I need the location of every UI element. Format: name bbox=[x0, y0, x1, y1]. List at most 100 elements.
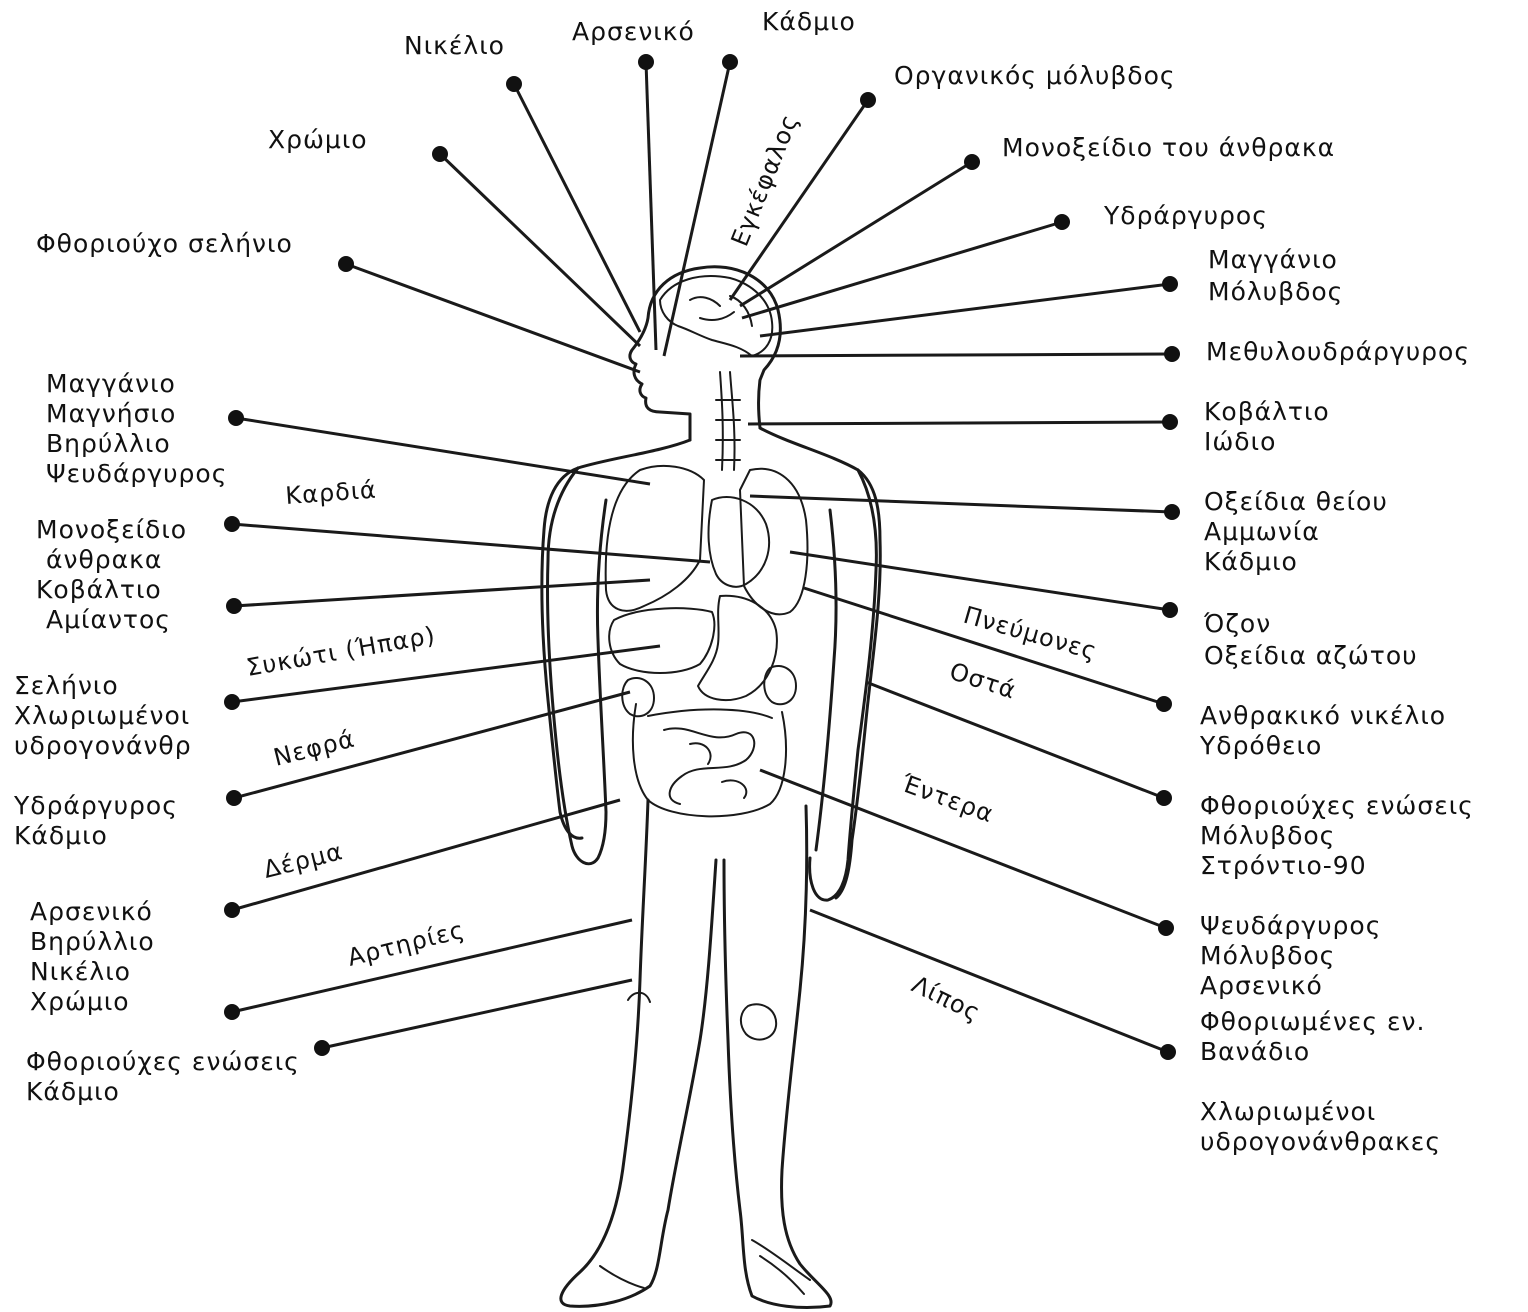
leader-dot bbox=[1162, 602, 1178, 618]
label-left-6-line: Αρσενικό bbox=[30, 897, 153, 926]
leader-line bbox=[514, 84, 640, 332]
leader-dot bbox=[226, 598, 242, 614]
leader-dot bbox=[722, 54, 738, 70]
leader-line bbox=[236, 418, 650, 484]
organ-label-intestines: Έντερα bbox=[897, 769, 998, 828]
label-cadmium-top: Κάδμιο bbox=[762, 7, 856, 36]
leader-dot bbox=[1162, 276, 1178, 292]
leader-dot bbox=[224, 902, 240, 918]
organ-label-bones: Οστά bbox=[946, 657, 1020, 705]
label-right-8-line: Αρσενικό bbox=[1200, 971, 1323, 1000]
label-left-7-line: Φθοριούχες ενώσεις bbox=[26, 1047, 300, 1076]
leader-dot bbox=[1164, 504, 1180, 520]
leader-line bbox=[346, 264, 640, 372]
leader-dot bbox=[1156, 790, 1172, 806]
label-right-3-line: Κοβάλτιο bbox=[1204, 397, 1330, 426]
leader-line bbox=[748, 422, 1170, 424]
label-right-3-line: Ιώδιο bbox=[1204, 427, 1276, 456]
organ-label-brain: Εγκέφαλος bbox=[726, 110, 804, 250]
intestines-outline bbox=[633, 704, 786, 816]
organ-label-heart: Καρδιά bbox=[284, 476, 377, 510]
label-left-4-line: Σελήνιο bbox=[14, 671, 119, 700]
organ-label-fat: Λίπος bbox=[907, 970, 985, 1027]
organ-label-liver: Συκώτι (Ήπαρ) bbox=[244, 621, 438, 682]
label-left-3-line: Κοβάλτιο bbox=[36, 575, 162, 604]
label-right-9-line: Φθοριωμένες εν. bbox=[1200, 1007, 1425, 1036]
leader-line bbox=[750, 496, 1172, 512]
label-left-1-line: Ψευδάργυρος bbox=[46, 459, 227, 488]
leader-dot bbox=[1162, 414, 1178, 430]
label-right-5-line: Οξείδια αζώτου bbox=[1204, 641, 1418, 670]
label-left-2-line: Μονοξείδιο bbox=[36, 515, 187, 544]
label-mercury-top: Υδράργυρος bbox=[1103, 201, 1268, 230]
leader-dot bbox=[432, 146, 448, 162]
label-right-6-line: Ανθρακικό νικέλιο bbox=[1200, 701, 1446, 730]
label-right-9-line: Βανάδιο bbox=[1200, 1037, 1310, 1066]
leader-line bbox=[322, 980, 632, 1048]
organ-label-skin: Δέρμα bbox=[261, 837, 346, 884]
label-left-7-line: Κάδμιο bbox=[26, 1077, 120, 1106]
label-right-5-line: Όζον bbox=[1203, 609, 1271, 638]
label-organic-lead: Οργανικός μόλυβδος bbox=[894, 61, 1176, 90]
brain-outline bbox=[660, 276, 772, 356]
leader-line bbox=[664, 62, 730, 356]
label-arsenic-top: Αρσενικό bbox=[572, 17, 695, 46]
right-labels: Μαγγάνιο Μόλυβδος Μεθυλουδράργυρος Κοβάλ… bbox=[1199, 245, 1474, 1156]
label-left-2-line: άνθρακα bbox=[46, 545, 162, 574]
label-right-1-line: Μόλυβδος bbox=[1208, 277, 1343, 306]
right-arm-outline bbox=[810, 470, 877, 900]
top-labels: Νικέλιο Αρσενικό Κάδμιο Οργανικός μόλυβδ… bbox=[36, 7, 1335, 258]
right-leg-outline bbox=[724, 806, 831, 1308]
leader-dot bbox=[228, 410, 244, 426]
spine-outline bbox=[716, 372, 740, 470]
label-chromium-top: Χρώμιο bbox=[268, 125, 368, 154]
lungs-outline bbox=[606, 466, 808, 614]
label-right-2-line: Μεθυλουδράργυρος bbox=[1206, 337, 1470, 366]
label-left-5-line: Υδράργυρος bbox=[13, 791, 178, 820]
leader-dot bbox=[1158, 920, 1174, 936]
label-left-1-line: Βηρύλλιο bbox=[46, 429, 171, 458]
label-right-4-line: Αμμωνία bbox=[1204, 517, 1320, 546]
label-right-10-line: υδρογονάνθρακες bbox=[1200, 1127, 1441, 1156]
label-left-1-line: Μαγνήσιο bbox=[46, 399, 176, 428]
leader-lines bbox=[224, 54, 1180, 1060]
leader-dot bbox=[1156, 696, 1172, 712]
label-right-4-line: Κάδμιο bbox=[1204, 547, 1298, 576]
leader-line bbox=[810, 910, 1168, 1052]
leader-line bbox=[740, 354, 1172, 356]
label-right-8-line: Μόλυβδος bbox=[1200, 941, 1335, 970]
leader-line bbox=[760, 284, 1170, 336]
leader-line bbox=[232, 524, 710, 562]
leader-dot bbox=[224, 516, 240, 532]
label-left-6-line: Βηρύλλιο bbox=[30, 927, 155, 956]
left-labels: Μαγγάνιο Μαγνήσιο Βηρύλλιο Ψευδάργυρος Μ… bbox=[13, 369, 300, 1106]
label-right-8-line: Ψευδάργυρος bbox=[1200, 911, 1381, 940]
label-left-4-line: Χλωριωμένοι bbox=[14, 701, 190, 730]
label-left-1-line: Μαγγάνιο bbox=[46, 369, 176, 398]
label-left-4-line: υδρογονάνθρ bbox=[14, 731, 192, 760]
label-fluoro-selenium: Φθοριούχο σελήνιο bbox=[36, 229, 293, 258]
label-right-10-line: Χλωριωμένοι bbox=[1200, 1097, 1376, 1126]
leader-dot bbox=[860, 92, 876, 108]
heart-outline bbox=[709, 497, 770, 587]
leader-dot bbox=[638, 54, 654, 70]
leader-line bbox=[440, 154, 640, 346]
label-nickel-top: Νικέλιο bbox=[404, 31, 505, 60]
left-leg-outline bbox=[561, 800, 716, 1306]
leader-dot bbox=[226, 790, 242, 806]
organ-label-lungs: Πνεύμονες bbox=[960, 601, 1100, 666]
label-left-5-line: Κάδμιο bbox=[14, 821, 108, 850]
left-arm-outline bbox=[547, 468, 606, 864]
label-left-6-line: Νικέλιο bbox=[30, 957, 131, 986]
label-carbon-monoxide-top: Μονοξείδιο του άνθρακα bbox=[1002, 133, 1335, 162]
label-right-1-line: Μαγγάνιο bbox=[1208, 245, 1338, 274]
leader-line bbox=[234, 580, 650, 606]
leader-dot bbox=[338, 256, 354, 272]
feet-outline bbox=[600, 1240, 810, 1294]
label-right-7-line: Φθοριούχες ενώσεις bbox=[1200, 791, 1474, 820]
label-right-6-line: Υδρόθειο bbox=[1199, 731, 1322, 760]
leader-dot bbox=[964, 154, 980, 170]
liver-outline bbox=[609, 608, 714, 673]
